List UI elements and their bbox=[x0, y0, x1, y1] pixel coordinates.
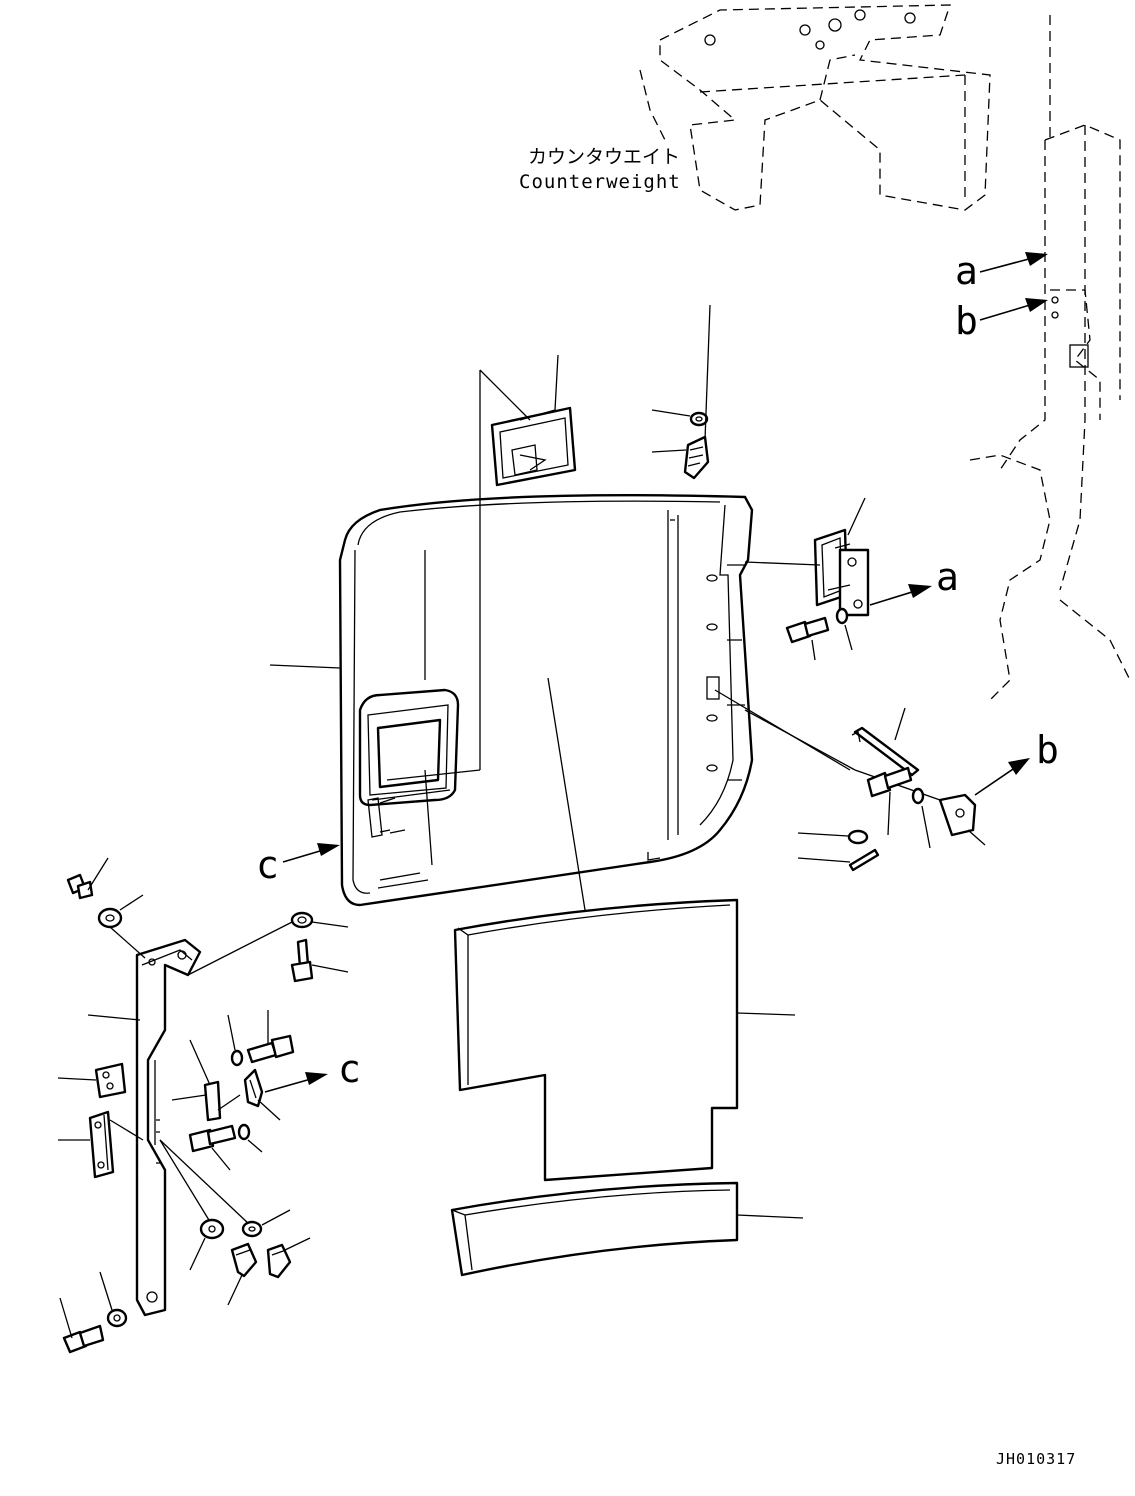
counterweight-jp-label: カウンタウエイト bbox=[528, 146, 680, 168]
top-left-bolt bbox=[66, 857, 109, 900]
side-frame-outline bbox=[969, 124, 1131, 701]
lower-bolt-left bbox=[227, 1242, 258, 1306]
top-bolt bbox=[651, 435, 710, 480]
cotter-pin bbox=[797, 848, 880, 872]
drawing-code: JH010317 bbox=[996, 1450, 1076, 1468]
c-washer-lower bbox=[237, 1123, 263, 1153]
arrow-b-frame bbox=[979, 298, 1048, 321]
small-nut bbox=[797, 829, 869, 845]
ref-c-cover-label: c bbox=[256, 843, 279, 887]
counterweight-outline bbox=[639, 4, 1051, 211]
ref-c-bracket-label: c bbox=[338, 1047, 361, 1091]
top-washer bbox=[651, 409, 709, 427]
square-plate bbox=[57, 1062, 127, 1099]
c-bracket bbox=[243, 1068, 281, 1121]
foam-pad-lower bbox=[450, 1181, 804, 1277]
hinge-washer bbox=[835, 607, 853, 651]
ref-b-frame-label: b bbox=[955, 299, 978, 343]
lower-washer-left bbox=[189, 1218, 225, 1271]
lower-washer-right bbox=[241, 1209, 291, 1238]
rod bbox=[851, 707, 920, 777]
angle-plate bbox=[58, 1110, 144, 1179]
center-washer bbox=[290, 911, 349, 929]
counterweight-en-label: Counterweight bbox=[519, 171, 681, 193]
bottom-bolt bbox=[59, 1297, 105, 1354]
arrow-b-bracket bbox=[974, 758, 1030, 796]
top-left-nut bbox=[97, 894, 146, 959]
arrow-c-bracket bbox=[264, 1072, 328, 1093]
foam-pad-upper bbox=[453, 677, 796, 1182]
latch-plate bbox=[479, 354, 577, 487]
bottom-washer bbox=[99, 1271, 128, 1328]
lower-right-bolt bbox=[866, 766, 913, 836]
c-bolt-lower bbox=[188, 1124, 237, 1171]
lower-right-washer bbox=[911, 787, 931, 849]
c-bracket-plate bbox=[171, 1039, 222, 1122]
center-bolt bbox=[290, 938, 349, 983]
hinge bbox=[744, 497, 870, 617]
lower-bolt-right bbox=[266, 1237, 311, 1279]
vertical-bracket bbox=[87, 917, 301, 1317]
arrow-a-hinge bbox=[869, 584, 932, 606]
c-bolt-upper bbox=[246, 1010, 295, 1064]
hinge-bolt bbox=[785, 616, 830, 661]
ref-b-bracket-label: b bbox=[1036, 728, 1059, 772]
lower-right-bracket bbox=[938, 793, 986, 846]
ref-a-frame-label: a bbox=[955, 249, 978, 293]
arrow-c-cover bbox=[282, 843, 340, 863]
ref-a-hinge-label: a bbox=[936, 555, 959, 599]
c-washer-upper bbox=[227, 1014, 244, 1067]
arrow-a-frame bbox=[979, 252, 1048, 273]
door-cover bbox=[269, 370, 754, 907]
